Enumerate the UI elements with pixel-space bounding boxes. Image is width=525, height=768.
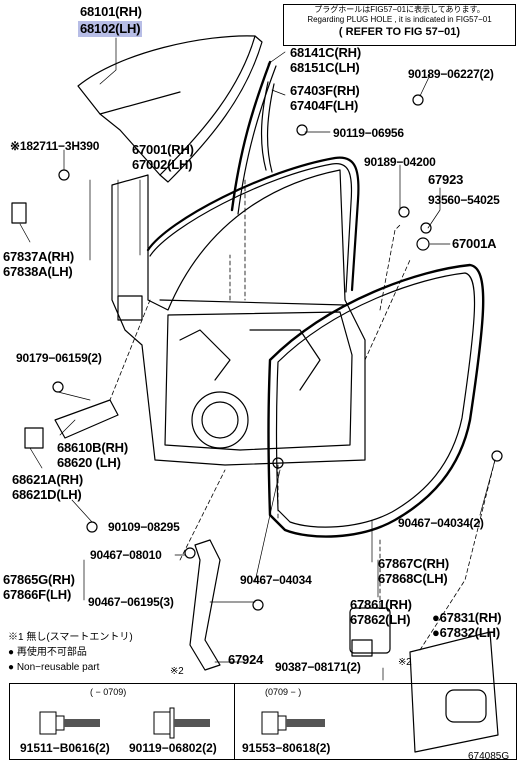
part-label-67831[interactable]: ●67831(RH)	[432, 610, 502, 625]
table-header-pre-0709: ( − 0709)	[90, 687, 127, 697]
part-label-68102-highlighted[interactable]: 68102(LH)	[78, 21, 143, 37]
part-label-68151c[interactable]: 68151C(LH)	[290, 60, 360, 75]
legend-non-reusable-jp: ● 再使用不可部品	[8, 647, 87, 658]
part-label-68101[interactable]: 68101(RH)	[80, 4, 142, 19]
part-label-90179-06159[interactable]: 90179−06159(2)	[16, 351, 102, 365]
part-label-90467-04034-2[interactable]: 90467−04034(2)	[398, 516, 484, 530]
part-label-90119-06956[interactable]: 90119−06956	[333, 126, 404, 140]
note-marker-star2: ※2	[398, 657, 412, 668]
part-label-68610b[interactable]: 68610B(RH)	[57, 440, 128, 455]
part-label-90467-04034[interactable]: 90467−04034	[240, 573, 312, 587]
bolt-91553	[261, 711, 325, 735]
part-label-90189-04200[interactable]: 90189−04200	[364, 155, 436, 169]
part-label-67832[interactable]: ●67832(LH)	[432, 625, 500, 640]
part-label-67001a[interactable]: 67001A	[452, 236, 497, 251]
legend: ※1 無し(スマートエントリ) ● 再使用不可部品 ● Non−reusable…	[8, 630, 133, 675]
part-label-67867c[interactable]: 67867C(RH)	[378, 556, 449, 571]
part-label-90387-08171[interactable]: 90387−08171(2)	[275, 660, 361, 674]
table-header-post-0709: (0709 − )	[265, 687, 302, 697]
part-label-67865g[interactable]: 67865G(RH)	[3, 572, 75, 587]
part-label-68621a[interactable]: 68621A(RH)	[12, 472, 83, 487]
reference-note-box: プラグホールはFIG57−01に表示してあります。 Regarding PLUG…	[283, 4, 516, 46]
part-label-67001[interactable]: 67001(RH)	[132, 142, 194, 157]
part-label-90109-08295[interactable]: 90109−08295	[108, 520, 180, 534]
table-cell-post-0709: (0709 − )	[235, 684, 516, 759]
part-label-67837a[interactable]: 67837A(RH)	[3, 249, 74, 264]
part-label-90467-06195[interactable]: 90467−06195(3)	[88, 595, 174, 609]
legend-non-reusable-en: ● Non−reusable part	[8, 662, 100, 673]
part-label-90189-06227[interactable]: 90189−06227(2)	[408, 67, 494, 81]
part-label-67923[interactable]: 67923	[428, 172, 464, 187]
part-label-67404f[interactable]: 67404F(LH)	[290, 98, 359, 113]
part-label-182711-3h390[interactable]: ※182711−3H390	[10, 139, 100, 153]
part-label-67002[interactable]: 67002(LH)	[132, 157, 193, 172]
table-part-91553[interactable]: 91553−80618(2)	[242, 741, 331, 755]
part-label-67868c[interactable]: 67868C(LH)	[378, 571, 448, 586]
part-label-67924[interactable]: 67924	[228, 652, 264, 667]
table-divider	[122, 684, 235, 759]
part-label-67862[interactable]: 67862(LH)	[350, 612, 411, 627]
part-label-67866f[interactable]: 67866F(LH)	[3, 587, 72, 602]
bolt-90119	[153, 707, 210, 739]
reference-note-english: Regarding PLUG HOLE , it is indicated in…	[307, 15, 492, 24]
table-part-90119[interactable]: 90119−06802(2)	[129, 741, 217, 755]
part-label-67403f[interactable]: 67403F(RH)	[290, 83, 360, 98]
bolt-91511	[39, 711, 100, 735]
door-weatherstrip	[267, 263, 485, 538]
note-marker-star2: ※2	[170, 666, 184, 677]
part-label-68621d[interactable]: 68621D(LH)	[12, 487, 82, 502]
part-label-68620[interactable]: 68620 (LH)	[57, 455, 121, 470]
bolt-variant-table: ( − 0709) (0709 − ) 91511−B0616(2) 90119…	[9, 683, 517, 760]
table-part-91511[interactable]: 91511−B0616(2)	[20, 741, 110, 755]
reference-fig-link[interactable]: ( REFER TO FIG 57−01)	[338, 26, 461, 38]
figure-code: 674085G	[468, 751, 510, 762]
reference-note-japanese: プラグホールはFIG57−01に表示してあります。	[314, 5, 485, 14]
part-label-68141c[interactable]: 68141C(RH)	[290, 45, 361, 60]
legend-note-smart-entry: ※1 無し(スマートエントリ)	[8, 632, 133, 643]
service-hole-cover	[409, 631, 499, 753]
part-label-67838a[interactable]: 67838A(LH)	[3, 264, 73, 279]
part-label-67861[interactable]: 67861(RH)	[350, 597, 412, 612]
part-label-93560-54025[interactable]: 93560−54025	[428, 193, 500, 207]
door-frame	[111, 169, 366, 466]
door-glass	[77, 35, 256, 176]
part-label-90467-08010[interactable]: 90467−08010	[90, 548, 162, 562]
